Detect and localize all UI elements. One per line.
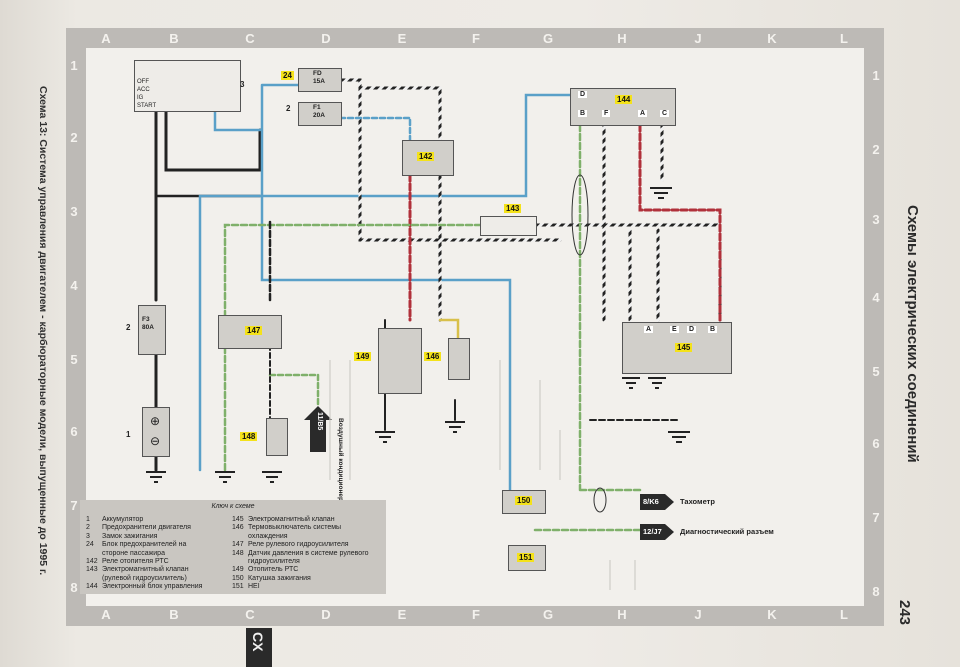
col-header: A xyxy=(101,31,111,46)
switch-position-acc: ACC xyxy=(137,87,150,93)
ptc-relay-142: 142 xyxy=(402,140,454,176)
col-header: J xyxy=(694,31,702,46)
row-header: 8 xyxy=(70,580,78,595)
switch-position-ig: IG xyxy=(137,95,144,101)
col-header: K xyxy=(767,607,777,622)
col-header: G xyxy=(542,31,554,46)
row-header: 5 xyxy=(70,352,78,367)
row-header: 3 xyxy=(70,204,78,219)
row-header: 6 xyxy=(872,436,880,451)
col-header: J xyxy=(694,607,702,622)
battery-plus-icon: ⊕ xyxy=(150,414,161,428)
solenoid-valve-143 xyxy=(480,216,537,236)
legend-item: гидроусилителя xyxy=(248,558,300,566)
diag-ref: 12/J7 xyxy=(643,527,662,536)
component-3-label: 3 xyxy=(240,80,245,89)
component-146-label: 146 xyxy=(424,352,442,361)
tacho-label: Тахометр xyxy=(680,497,715,506)
col-header: E xyxy=(397,607,407,622)
row-header: 2 xyxy=(70,130,78,145)
row-header: 4 xyxy=(70,278,78,293)
pressure-sensor-148 xyxy=(266,418,288,456)
component-24-label: 24 xyxy=(281,71,294,80)
col-header: L xyxy=(840,31,848,46)
power-steering-relay-147: 147 xyxy=(218,315,282,349)
col-header: A xyxy=(101,607,111,622)
legend-item: (рулевой гидроусилитель) xyxy=(102,574,187,582)
fuse-fd: FD 15A xyxy=(298,68,342,92)
col-header: F xyxy=(472,31,480,46)
row-header: 2 xyxy=(872,142,880,157)
col-header: C xyxy=(245,607,255,622)
legend-item: охлаждения xyxy=(248,532,288,540)
col-header: C xyxy=(245,31,255,46)
row-header: 6 xyxy=(70,424,78,439)
col-header: H xyxy=(617,31,627,46)
row-header: 4 xyxy=(872,290,880,305)
ecu-144: 144 D B F A C xyxy=(570,88,676,126)
row-header: 1 xyxy=(70,58,78,73)
component-2-label: 2 xyxy=(286,104,291,113)
solenoid-valve-145: 145 A E D B xyxy=(622,322,732,374)
component-2b-label: 2 xyxy=(126,323,131,332)
col-header: G xyxy=(542,607,554,622)
component-1-label: 1 xyxy=(126,430,131,439)
row-header: 8 xyxy=(872,584,880,599)
component-143-label: 143 xyxy=(504,204,522,213)
cooling-thermoswitch-146 xyxy=(448,338,470,380)
row-header: 5 xyxy=(872,364,880,379)
col-header: K xyxy=(767,31,777,46)
battery-minus-icon: ⊖ xyxy=(150,434,161,448)
col-header: H xyxy=(617,607,627,622)
row-header: 3 xyxy=(872,212,880,227)
hei-151: 151 xyxy=(508,545,546,571)
component-148-label: 148 xyxy=(240,432,258,441)
fuse-f3: F3 80A xyxy=(138,305,166,355)
col-header: L xyxy=(840,607,848,622)
col-header: D xyxy=(321,607,331,622)
air-conditioner-label: Воздушный кондиционер xyxy=(337,418,344,501)
fuse-f1: F1 20A xyxy=(298,102,342,126)
section-tab: CX xyxy=(246,628,272,667)
row-header: 1 xyxy=(872,68,880,83)
legend-item: стороне пассажира xyxy=(102,549,165,557)
col-header: B xyxy=(169,607,179,622)
battery: ⊕ ⊖ xyxy=(142,407,170,457)
switch-position-start: START xyxy=(137,103,157,109)
col-header: B xyxy=(169,31,179,46)
diag-label: Диагностический разъем xyxy=(680,527,774,536)
ignition-switch-table: OFF ACC IG START xyxy=(134,60,241,112)
legend-title: Ключ к схеме xyxy=(211,503,255,510)
ptc-heater-149 xyxy=(378,328,422,394)
row-header: 7 xyxy=(70,498,78,513)
col-header: D xyxy=(321,31,331,46)
air-conditioner-connector: 11/B5 xyxy=(316,412,323,431)
ignition-coil-150: 150 xyxy=(502,490,546,514)
switch-position-off: OFF xyxy=(137,79,149,85)
col-header: E xyxy=(397,31,407,46)
tacho-ref: 8/K6 xyxy=(643,497,659,506)
row-header: 7 xyxy=(872,510,880,525)
col-header: F xyxy=(472,607,480,622)
component-149-label: 149 xyxy=(354,352,372,361)
